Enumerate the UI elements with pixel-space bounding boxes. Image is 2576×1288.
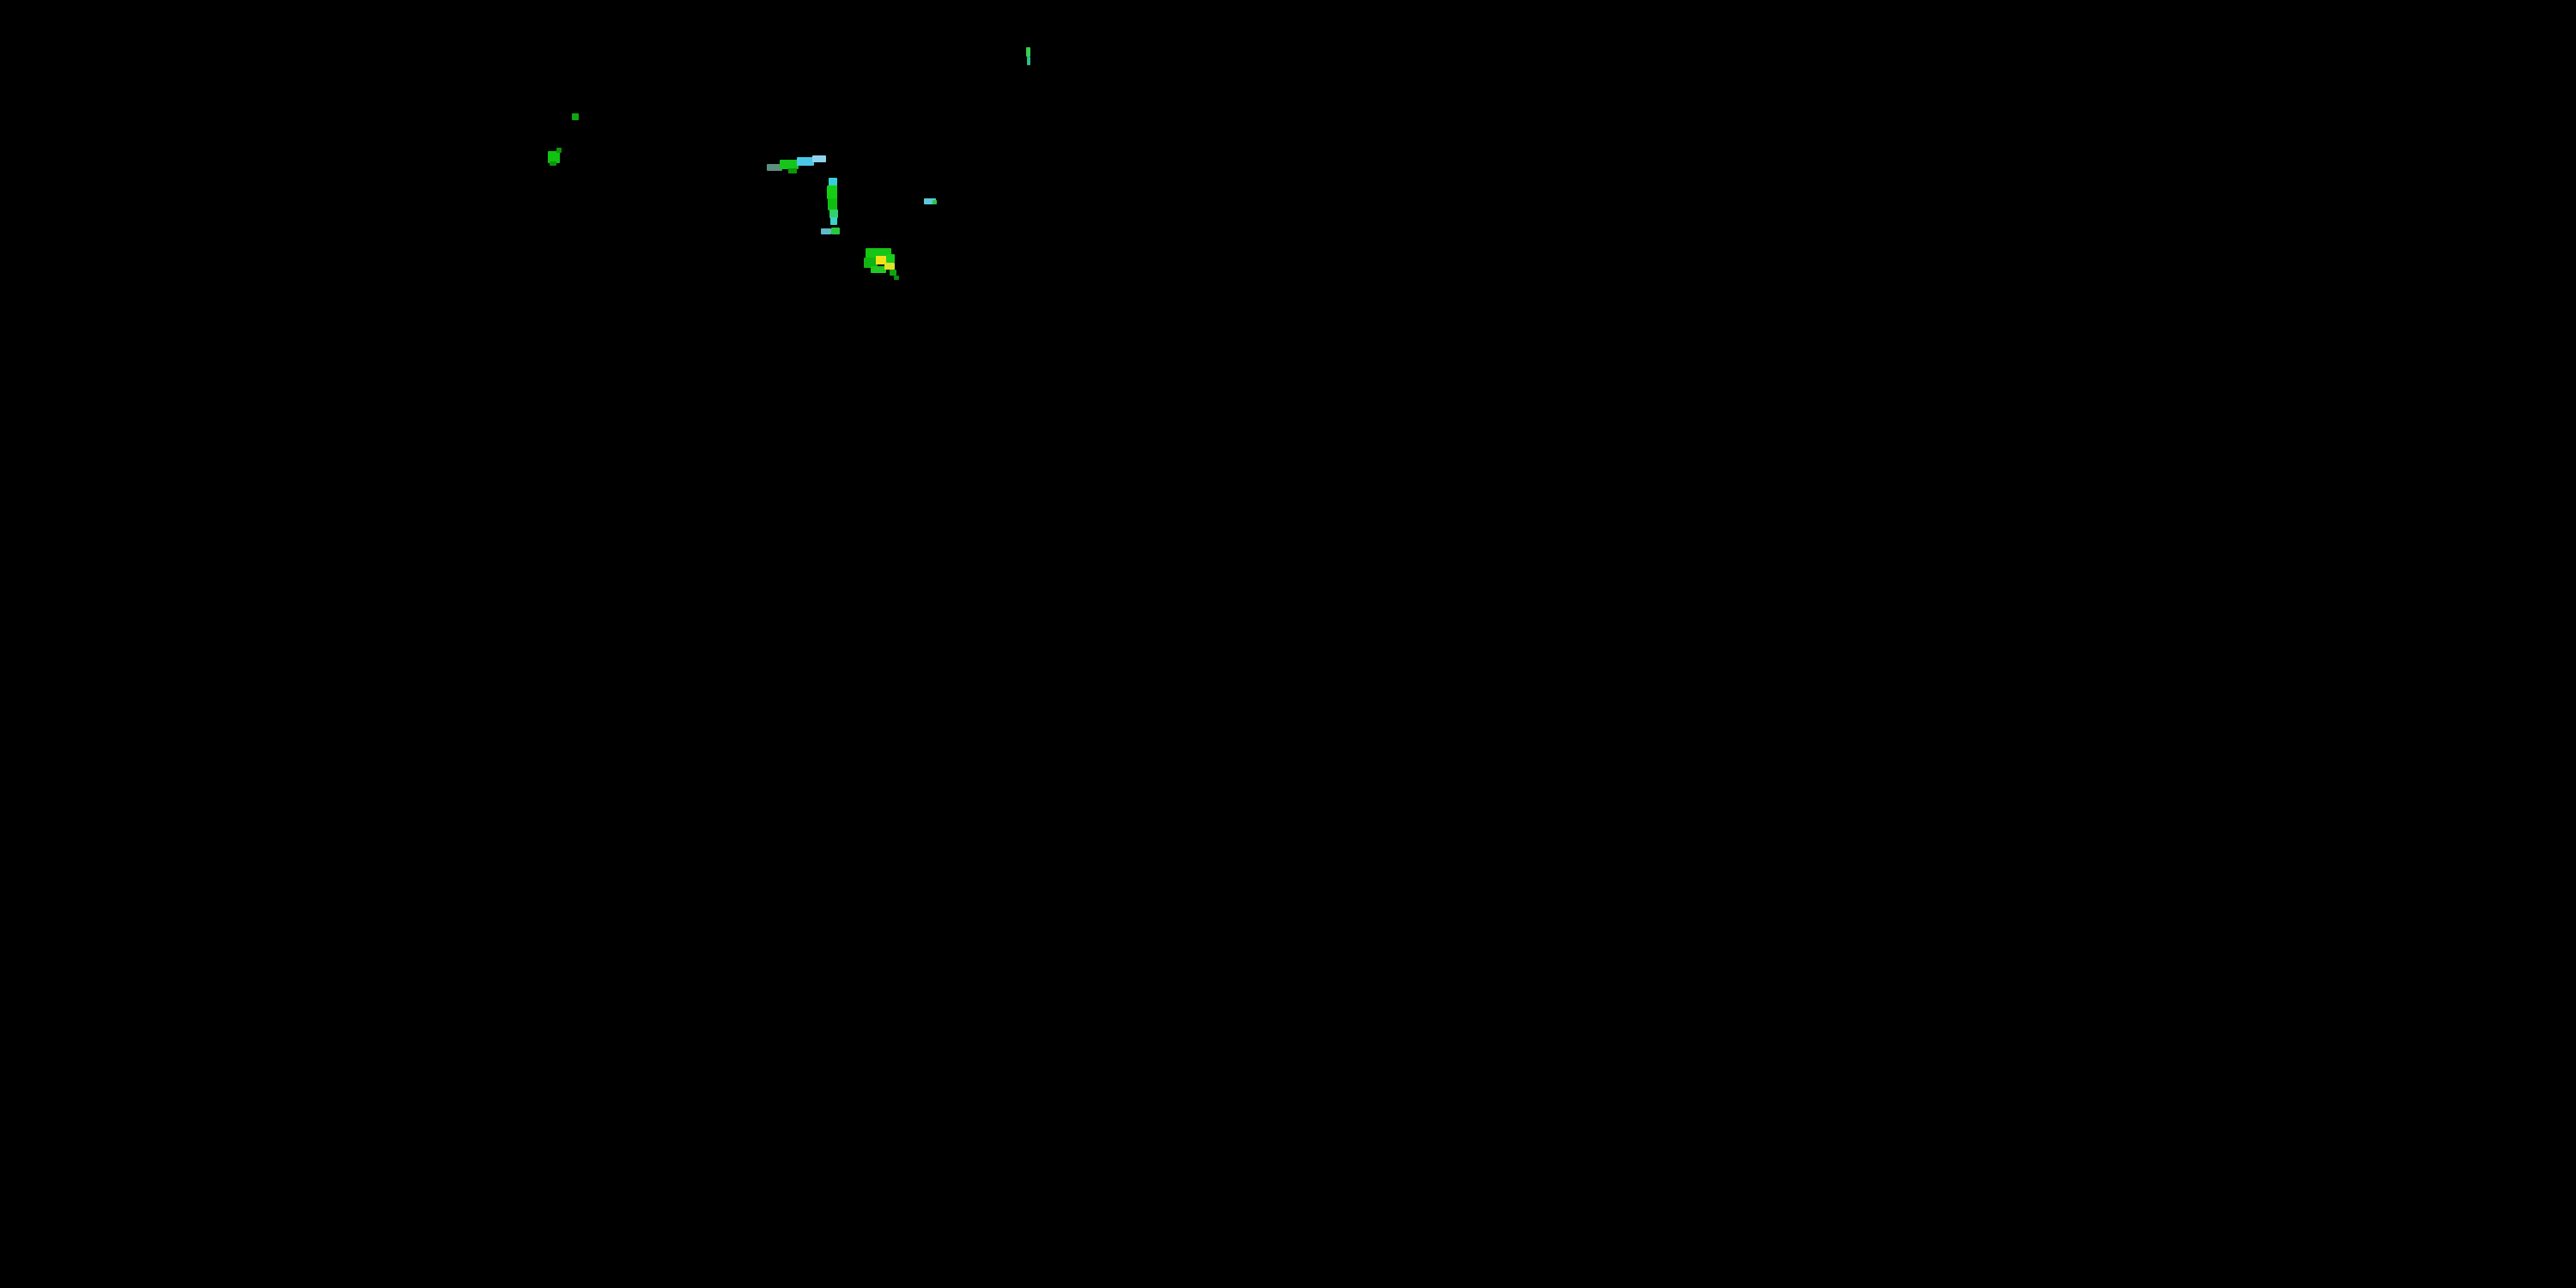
radar-echo-cell	[831, 228, 840, 234]
radar-echo-cell	[829, 210, 838, 218]
radar-echo-cell	[886, 254, 895, 263]
radar-echo-cell	[827, 185, 837, 199]
radar-echo-cell	[812, 155, 826, 162]
radar-echo-cell	[829, 178, 837, 186]
radar-echo-cell	[890, 270, 896, 276]
radar-echo-cell	[1027, 57, 1030, 65]
radar-echo-cell	[788, 168, 797, 173]
radar-echo-cell	[1026, 47, 1030, 57]
radar-echo-cell	[871, 266, 886, 273]
radar-echo-cell	[780, 160, 799, 169]
radar-echo-cell	[767, 164, 782, 171]
radar-echo-cell	[572, 113, 579, 120]
radar-echo-cell	[924, 198, 936, 204]
radar-echo-cell	[864, 258, 878, 268]
radar-echo-cell	[884, 263, 895, 270]
radar-echo-cell	[556, 148, 562, 153]
radar-echo-cell	[797, 157, 814, 166]
radar-echo-cell	[550, 161, 556, 166]
radar-echo-cell	[894, 276, 899, 280]
radar-echo-cell	[830, 217, 837, 225]
radar-echo-cell	[821, 228, 831, 234]
radar-echo-cell	[828, 198, 837, 210]
radar-echo-cell	[876, 256, 888, 264]
radar-echo-cell	[933, 200, 937, 204]
radar-echo-cell	[548, 151, 560, 163]
